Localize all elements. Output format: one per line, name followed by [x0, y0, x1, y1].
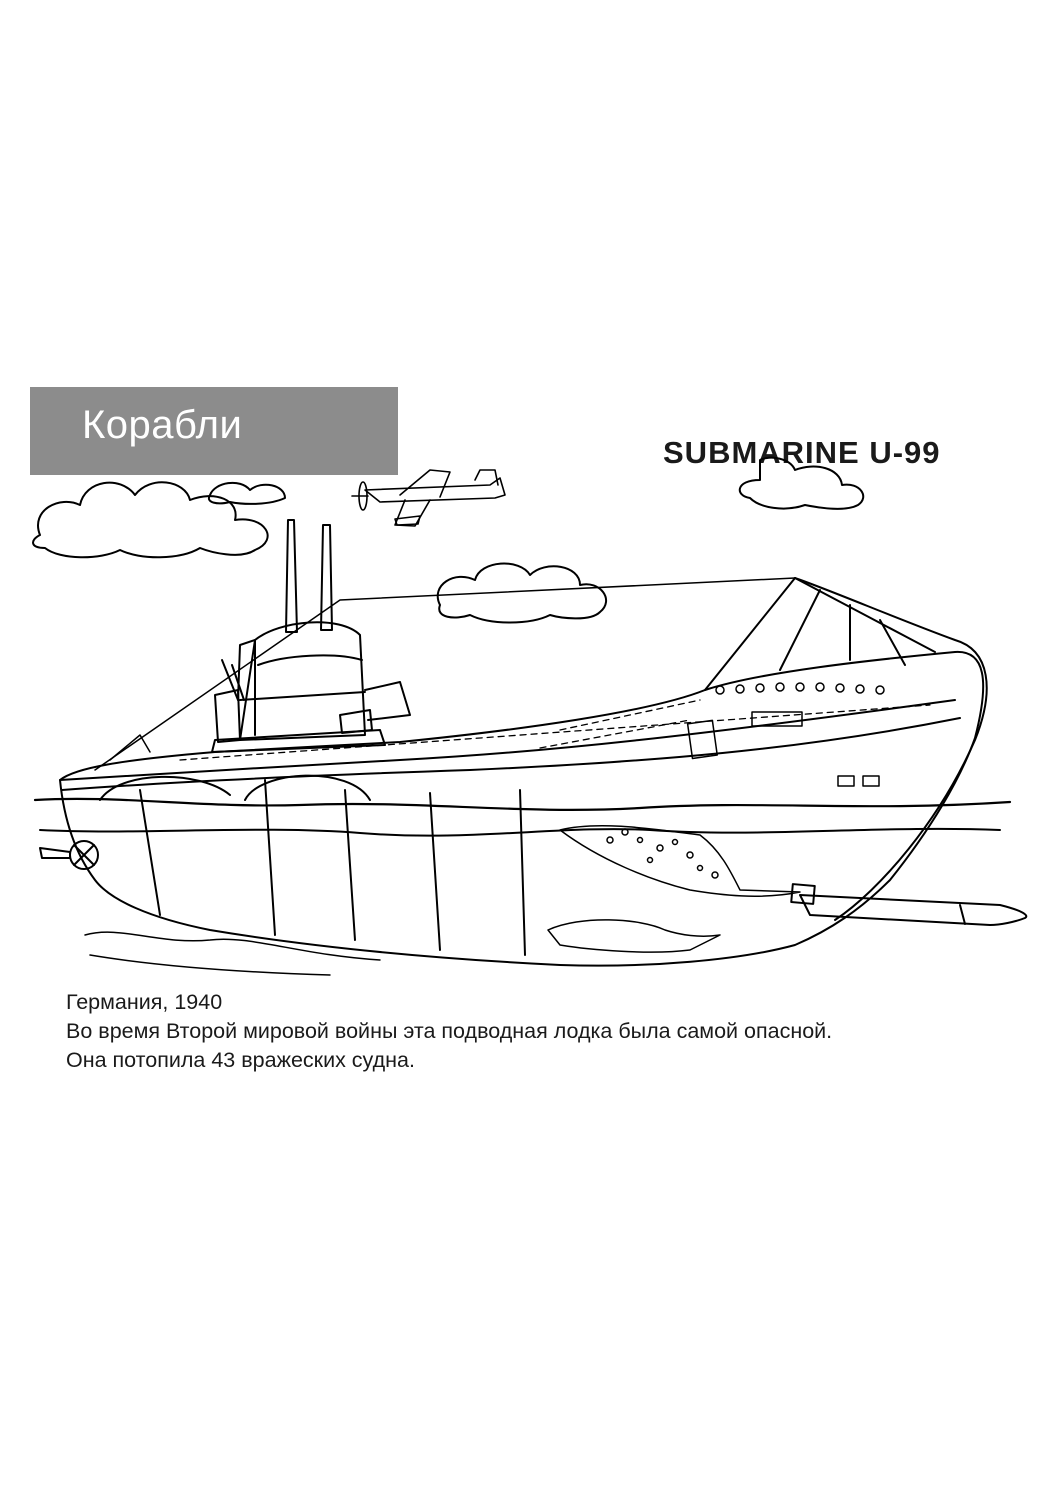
antenna-wire	[94, 577, 796, 771]
torpedo-icon	[790, 883, 1028, 926]
hull-icon	[33, 650, 1012, 967]
periscope-icon	[285, 519, 333, 633]
category-banner: Корабли	[30, 387, 398, 475]
propeller-icon	[39, 840, 99, 870]
cloud-middle-icon	[436, 562, 607, 624]
page-title: SUBMARINE U-99	[663, 435, 941, 470]
airplane-icon	[351, 469, 506, 527]
cloud-left-icon	[32, 481, 269, 559]
bow-frame-icon	[704, 577, 988, 921]
category-label: Корабли	[82, 403, 243, 447]
cloud-right-icon	[738, 456, 865, 510]
conning-tower-icon	[211, 621, 411, 753]
water-waves	[84, 919, 721, 976]
caption-line-sunk-ships: Она потопила 43 вражеских судна.	[66, 1048, 415, 1072]
cloud-top-icon	[207, 481, 286, 505]
caption-line-description: Во время Второй мировой войны эта подвод…	[66, 1019, 833, 1043]
caption: Германия, 1940 Во время Второй мировой в…	[66, 988, 966, 1075]
caption-line-country-year: Германия, 1940	[66, 990, 223, 1014]
submarine-illustration	[32, 456, 1028, 976]
torpedo-wake	[559, 824, 801, 897]
